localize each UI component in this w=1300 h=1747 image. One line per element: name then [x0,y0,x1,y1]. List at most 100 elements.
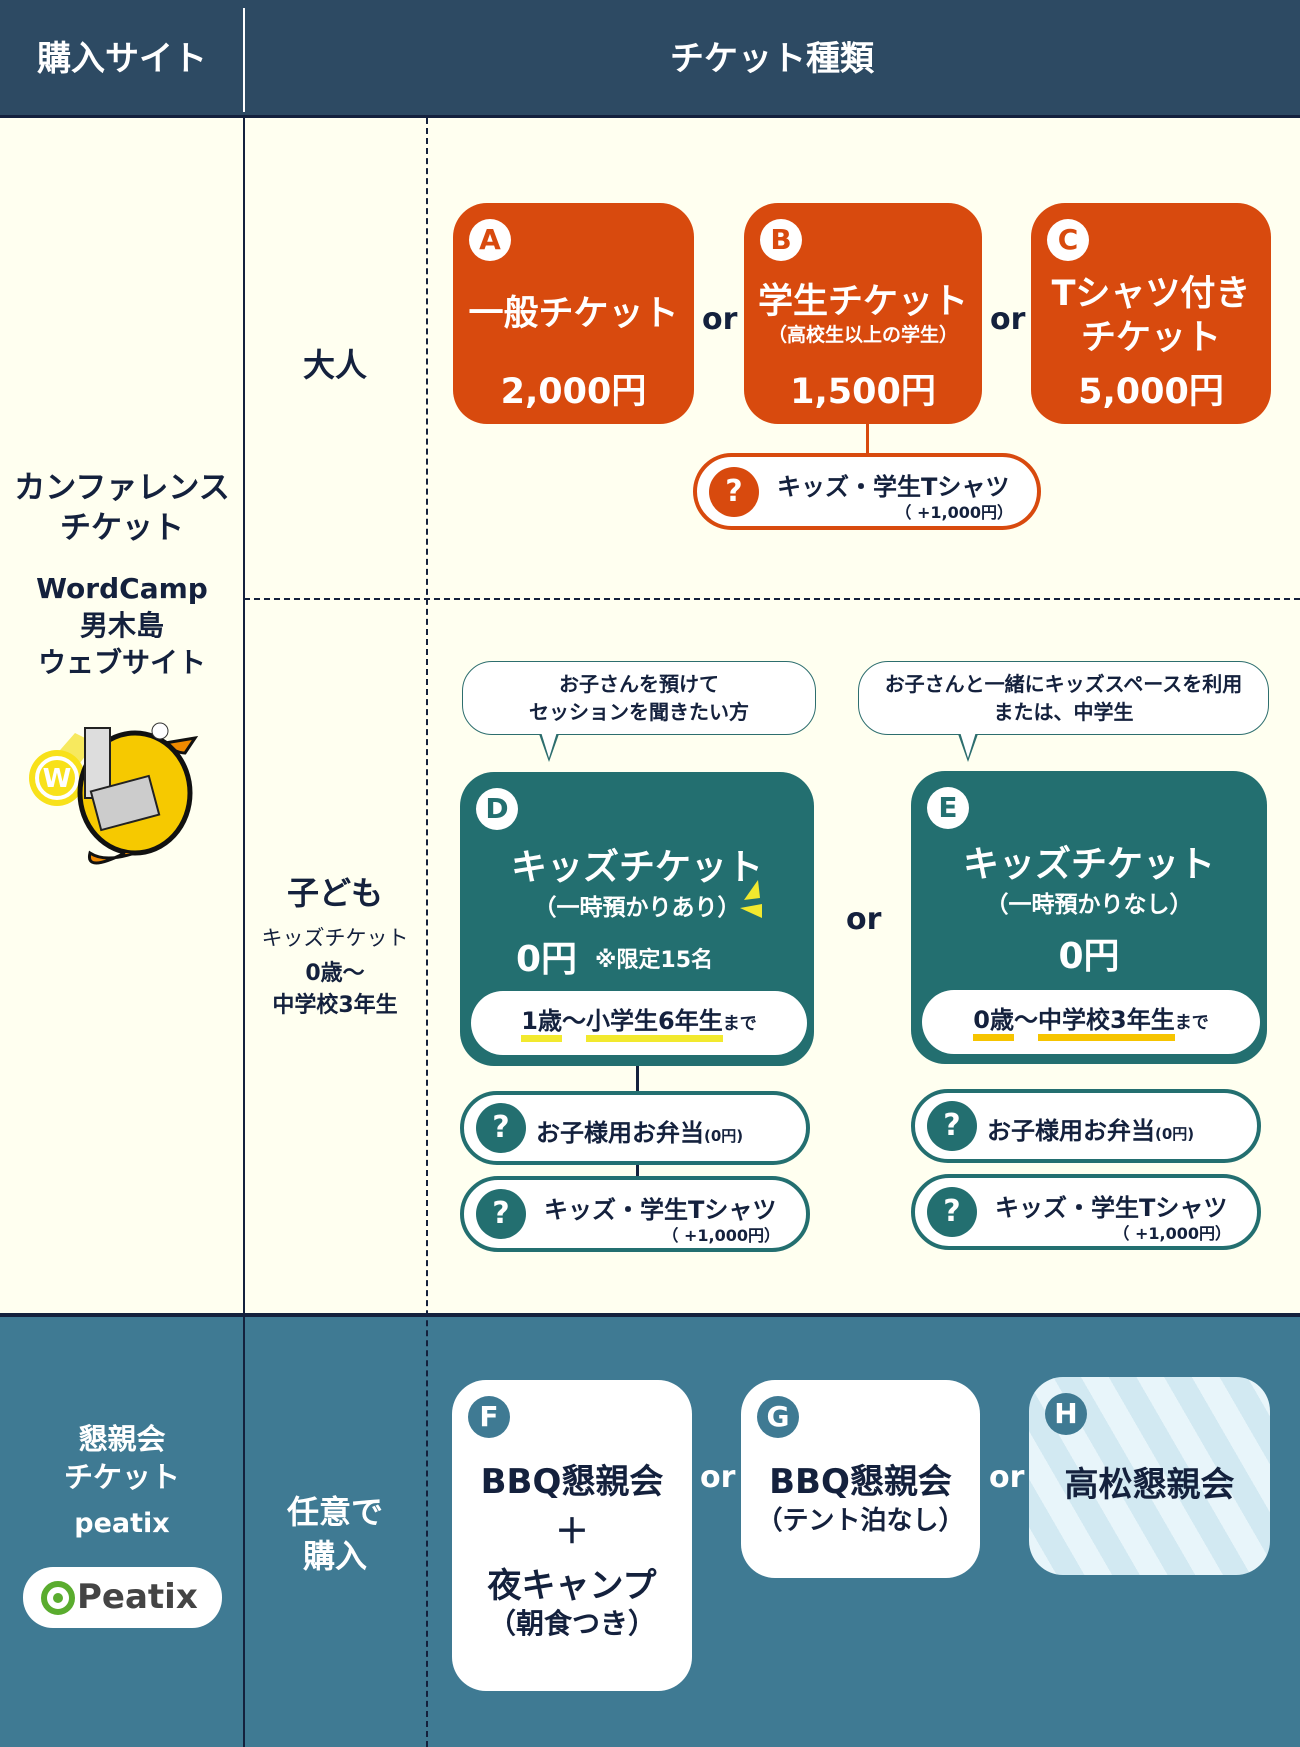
site-line: 男木島 [79,609,164,642]
question-icon: ? [927,1187,977,1237]
age-line: 0歳〜 [305,961,365,986]
question-icon: ? [476,1189,526,1239]
badge-h: H [1045,1393,1087,1435]
or-label: or [990,302,1026,337]
addon-price: (0円) [1155,1125,1195,1143]
party-line: BBQ懇親会 [769,1462,952,1502]
party-line: 高松懇親会 [1064,1465,1235,1505]
addon-label: お子様用お弁当(0円) [987,1111,1194,1146]
svg-text:W: W [43,764,72,794]
ticket-e-kids-space[interactable]: E キッズチケット （一時預かりなし） 0円 0歳〜中学校3年生まで [911,771,1267,1064]
ticket-name: Tシャツ付き [1051,274,1251,314]
question-icon: ? [476,1103,526,1153]
age-from: 1歳 [521,1007,562,1042]
kids-label: 子ども [286,874,383,912]
question-icon: ? [709,466,759,517]
conference-title-line: チケット [60,510,184,546]
purchase-line: 任意で [286,1493,383,1531]
kids-age: 0歳〜 中学校3年生 [244,958,426,1022]
conference-site-link[interactable]: WordCamp 男木島 ウェブサイト [0,570,244,681]
ticket-f-bbq-camp[interactable]: F BBQ懇親会 ＋ 夜キャンプ （朝食つき） [452,1380,692,1691]
ticket-price: 0円 [1058,936,1120,977]
addon-label: キッズ・学生Tシャツ [544,1196,777,1224]
addon-tshirt-d[interactable]: ? キッズ・学生Tシャツ （ +1,000円） [460,1176,810,1252]
column-divider [243,118,245,1747]
row-divider [244,598,1300,600]
site-line: WordCamp [36,572,208,605]
addon-bento-e[interactable]: ? お子様用お弁当(0円) [911,1089,1261,1163]
bubble-tail [539,732,559,762]
purchase-line: 購入 [302,1537,367,1575]
sparkle-icon [740,880,762,918]
table-header: 購入サイト チケット種類 [0,0,1300,118]
party-line: ＋ [555,1512,589,1552]
peatix-logo-icon [41,1581,75,1615]
bubble-tail [958,732,978,762]
ticket-sub: （一時預かりなし） [985,892,1193,918]
ticket-sub: （一時預かりあり） [533,895,741,921]
badge-d: D [476,788,518,830]
ticket-a-general[interactable]: A 一般チケット 2,000円 [453,203,694,424]
ticket-limit: ※限定15名 [595,948,714,973]
header-ticket-type: チケット種類 [670,39,874,79]
ticket-name: チケット [1080,318,1221,358]
ticket-d-kids-care[interactable]: D キッズチケット （一時預かりあり） 0円 ※限定15名 1歳〜小学生6年生ま… [460,772,814,1066]
until: まで [722,1014,757,1034]
ticket-price: 5,000円 [1078,372,1224,412]
addon-text: お子様用お弁当 [987,1117,1155,1145]
age-to: 中学校3年生 [1038,1006,1175,1041]
kids-sub: キッズチケット [261,926,409,950]
site-line: ウェブサイト [37,646,206,679]
party-title-line: 懇親会 [78,1422,166,1456]
bubble-line: お子さんと一緒にキッズスペースを利用 [884,672,1243,696]
tilde: 〜 [1014,1006,1038,1034]
addon-tshirt-e[interactable]: ? キッズ・学生Tシャツ （ +1,000円） [911,1174,1261,1250]
badge-e: E [927,787,969,829]
addon-text: お子様用お弁当 [536,1119,704,1147]
header-divider [243,8,245,112]
age-range-pill: 0歳〜中学校3年生まで [922,990,1260,1054]
dashed-divider [426,118,428,1747]
badge-g: G [757,1396,799,1438]
header-purchase-site: 購入サイト [37,39,207,79]
addon-label: お子様用お弁当(0円) [536,1113,743,1148]
party-line: （テント泊なし） [756,1506,965,1536]
party-line: （朝食つき） [487,1607,656,1640]
party-line: BBQ懇親会 [480,1462,664,1502]
addon-tshirt-adult[interactable]: ? キッズ・学生Tシャツ （ +1,000円） [693,453,1041,530]
bubble-line: セッションを聞きたい方 [529,700,749,724]
ticket-name: 一般チケット [468,294,679,334]
party-line: 夜キャンプ [487,1566,657,1606]
ticket-b-student[interactable]: B 学生チケット （高校生以上の学生） 1,500円 [744,203,982,424]
speech-bubble-e: お子さんと一緒にキッズスペースを利用 または、中学生 [858,661,1269,735]
or-label: or [989,1460,1025,1495]
addon-price: (0円) [704,1127,744,1145]
purchase-optional: 任意で 購入 [244,1490,426,1578]
wapuu-mascot-icon: W [29,722,199,865]
ticket-h-takamatsu[interactable]: H 高松懇親会 [1029,1377,1270,1575]
party-site: peatix [74,1508,170,1539]
addon-price: （ +1,000円） [895,503,1013,522]
ticket-price: 0円 [516,939,578,980]
badge-c: C [1047,219,1089,261]
addon-bento-d[interactable]: ? お子様用お弁当(0円) [460,1091,810,1165]
peatix-logo-button[interactable]: Peatix [23,1567,222,1628]
question-icon: ? [927,1101,977,1151]
ticket-name: 学生チケット [757,282,968,322]
age-range-pill: 1歳〜小学生6年生まで [471,991,807,1055]
addon-label: キッズ・学生Tシャツ [777,473,1010,501]
ticket-g-bbq[interactable]: G BBQ懇親会 （テント泊なし） [741,1380,980,1578]
conference-title-line: カンファレンス [14,470,230,506]
badge-a: A [469,219,511,261]
age-from: 0歳 [973,1006,1014,1041]
tilde: 〜 [562,1007,586,1035]
speech-bubble-d: お子さんを預けて セッションを聞きたい方 [462,661,816,735]
addon-price: （ +1,000円） [1113,1224,1231,1243]
addon-label: キッズ・学生Tシャツ [995,1194,1228,1222]
ticket-c-tshirt[interactable]: C Tシャツ付き チケット 5,000円 [1031,203,1271,424]
addon-price: （ +1,000円） [662,1226,780,1245]
bubble-line: または、中学生 [993,700,1134,724]
ticket-price: 2,000円 [500,372,647,412]
or-label: or [846,902,882,937]
ticket-note: （高校生以上の学生） [767,324,958,346]
